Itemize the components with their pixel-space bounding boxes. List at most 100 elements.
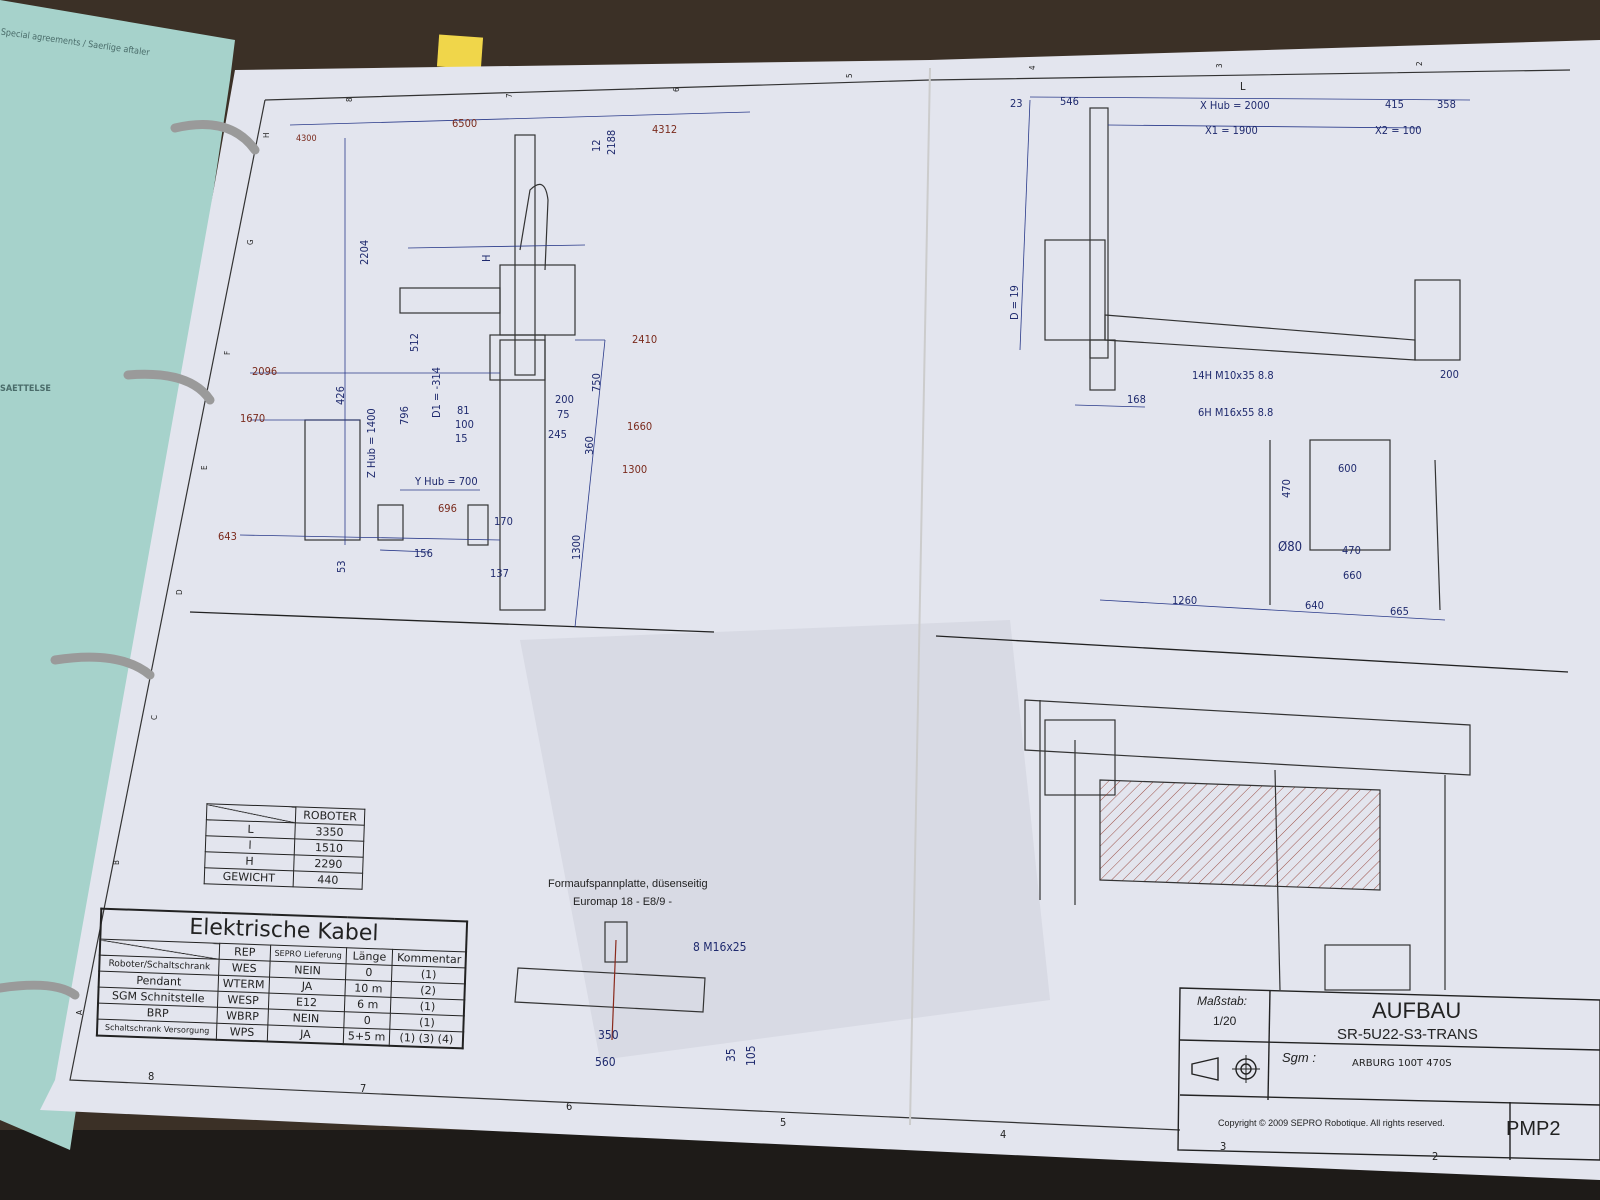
dim-label: 6H M16x55 8.8 (1198, 406, 1274, 419)
dim-label: 2204 (358, 239, 371, 265)
dim-label: X1 = 1900 (1205, 124, 1258, 137)
dim-label: 470 (1280, 479, 1293, 498)
frame-number: 3 (1215, 63, 1224, 68)
frame-number: 6 (672, 87, 681, 92)
dim-label: 14H M10x35 8.8 (1192, 369, 1274, 382)
robot-top-view (304, 134, 576, 611)
dim-label: 75 (557, 408, 570, 421)
dim-label: 350 (598, 1028, 619, 1042)
dim-label: 200 (555, 393, 574, 406)
dim-label: Ø80 (1278, 540, 1303, 555)
sgm-label: Sgm : (1282, 1050, 1316, 1065)
dim-label: 4300 (296, 134, 317, 144)
dim-label: 6500 (452, 117, 478, 130)
drawing-number: PMP2 (1506, 1118, 1561, 1140)
dim-label: 696 (438, 502, 457, 515)
dim-label: 1670 (240, 412, 266, 425)
dim-label: 53 (335, 560, 348, 573)
dim-label: 358 (1437, 98, 1456, 111)
dim-label: 546 (1060, 95, 1079, 108)
dim-label: 1300 (570, 534, 583, 560)
sgm-value: ARBURG 100T 470S (1352, 1058, 1452, 1069)
dim-label: 415 (1385, 98, 1404, 111)
frame-letter: F (223, 350, 232, 355)
dim-label: 200 (1440, 368, 1459, 381)
kabel-table: Elektrische Kabel REP SEPRO Lieferung Lä… (95, 907, 469, 1050)
dim-label: 665 (1390, 605, 1409, 618)
binder-rings (0, 120, 260, 1000)
frame-number: 3 (1220, 1140, 1227, 1153)
scale-value: 1/20 (1213, 1014, 1237, 1028)
column-header: Länge (345, 947, 393, 966)
frame-letter: E (200, 465, 209, 470)
binder-side-text: SAETTELSE (0, 384, 51, 394)
dim-label: 1260 (1172, 594, 1198, 607)
frame-number: 4 (1000, 1128, 1007, 1141)
frame-number: 4 (1028, 65, 1037, 70)
dim-label: 643 (218, 530, 237, 543)
dim-label: X2 = 100 (1375, 124, 1422, 137)
platen-drawing (514, 921, 706, 1041)
dim-label: 245 (548, 428, 567, 441)
dim-label: Y Hub = 700 (415, 475, 478, 488)
dim-label: 660 (1343, 569, 1362, 582)
dim-label: 426 (334, 386, 347, 405)
dim-label: 640 (1305, 599, 1324, 612)
drawing-sheet (40, 40, 1600, 1180)
dim-label: D = 19 (1008, 285, 1021, 320)
scale-label: Maßstab: (1197, 994, 1248, 1008)
dim-label: 35 (724, 1048, 738, 1062)
dim-label: 1660 (627, 420, 653, 433)
dim-label: 12 (590, 139, 603, 152)
dim-label: 1300 (622, 463, 648, 476)
dim-label: 560 (595, 1055, 616, 1069)
frame-number: 7 (505, 93, 514, 98)
title-block-frame (1177, 987, 1600, 1161)
dim-label: D1 = -314 (430, 367, 443, 418)
dim-label: 796 (398, 406, 411, 425)
dim-label: 2188 (605, 129, 618, 155)
frame-letter: H (262, 132, 271, 138)
platen-title: Formaufspannplatte, düsenseitig (548, 878, 708, 890)
model-number: SR-5U22-S3-TRANS (1337, 1026, 1478, 1043)
dim-label: 105 (744, 1045, 758, 1066)
platen-callout: 8 M16x25 (693, 940, 747, 954)
frame-letter: G (246, 239, 255, 245)
frame-number: 5 (845, 73, 854, 78)
dim-label: X Hub = 2000 (1200, 99, 1270, 112)
dim-label: 100 (455, 418, 474, 431)
sticky-note (436, 34, 484, 70)
drawing-title: AUFBAU (1372, 998, 1462, 1023)
frame-number: 5 (780, 1116, 787, 1129)
frame-letter: A (75, 1010, 84, 1015)
dim-label: Z Hub = 1400 (365, 408, 378, 478)
dim-label: 15 (455, 432, 468, 445)
dim-label: 137 (490, 567, 509, 580)
dim-label: L (1240, 80, 1246, 93)
dim-label: 2096 (252, 365, 278, 378)
dim-label: 360 (583, 436, 596, 455)
dim-label: 2410 (632, 333, 658, 346)
dim-label: 156 (414, 547, 433, 560)
dim-label: 81 (457, 404, 470, 417)
frame-number: 8 (345, 97, 354, 102)
robot-side-view (1044, 107, 1461, 611)
dim-label: 750 (590, 373, 603, 392)
copyright: Copyright © 2009 SEPRO Robotique. All ri… (1218, 1118, 1445, 1128)
dim-label: 512 (408, 333, 421, 352)
frame-number: 8 (148, 1070, 155, 1083)
dim-label: H (480, 254, 493, 262)
projection-symbol-icon (1191, 1055, 1260, 1083)
frame-number: 6 (566, 1100, 573, 1113)
binder-cover (0, 0, 235, 1150)
frame-letter: D (175, 589, 184, 595)
dim-label: 470 (1342, 544, 1361, 557)
dim-label: 170 (494, 515, 513, 528)
column-header: REP (219, 943, 271, 962)
dim-label: 23 (1010, 97, 1023, 110)
frame-number: 7 (360, 1082, 367, 1095)
dim-label: 600 (1338, 462, 1357, 475)
dim-label: 4312 (652, 123, 678, 136)
robot-3d-view (1024, 699, 1471, 991)
